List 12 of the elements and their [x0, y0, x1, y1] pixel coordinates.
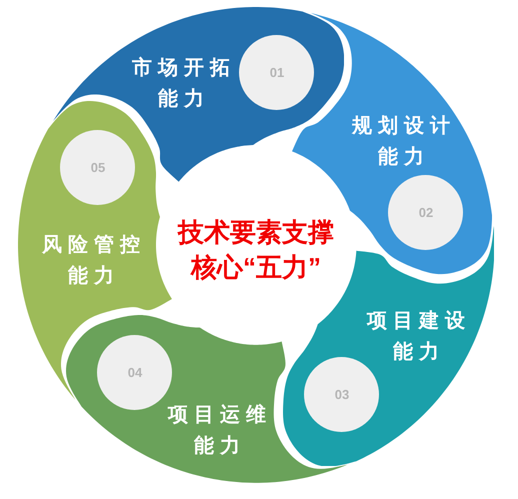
step-number: 03 [334, 387, 350, 402]
center-title: 技术要素支撑核心“五力” [176, 216, 335, 284]
step-number: 01 [270, 65, 284, 80]
segment-label: 项目建设能力 [366, 308, 471, 365]
swirl-segment [66, 315, 348, 483]
segment-label: 规划设计能力 [350, 114, 456, 170]
segment-label: 市场开拓能力 [130, 56, 236, 112]
step-number: 04 [128, 365, 142, 380]
step-number: 05 [90, 160, 106, 176]
segment-label: 项目运维能力 [166, 402, 272, 459]
step-number: 02 [418, 205, 434, 220]
segment-label: 风险管控能力 [40, 232, 146, 289]
